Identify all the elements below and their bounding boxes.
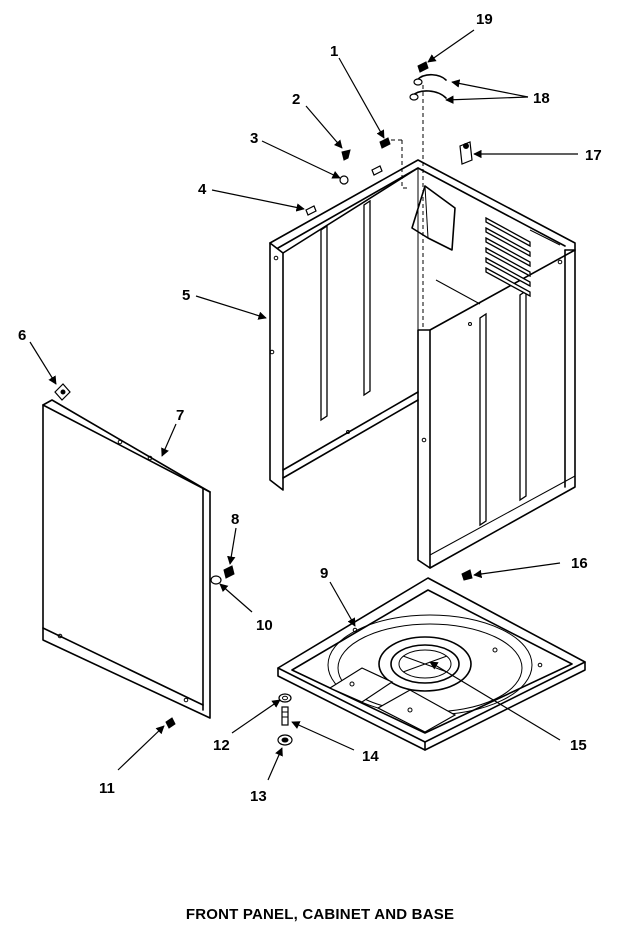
screw-19	[417, 61, 429, 73]
screw-1	[379, 137, 391, 149]
foot-13	[277, 734, 293, 746]
callout-19: 19	[476, 11, 493, 28]
callout-8: 8	[231, 511, 239, 528]
callout-10: 10	[256, 617, 273, 634]
callout-9: 9	[320, 565, 328, 582]
callout-2: 2	[292, 91, 300, 108]
callout-1: 1	[330, 43, 338, 60]
leader-lines	[29, 29, 578, 781]
screw-2	[341, 149, 351, 161]
callout-5: 5	[182, 287, 190, 304]
callout-17: 17	[585, 147, 602, 164]
screw-11	[165, 717, 176, 729]
callout-12: 12	[213, 737, 230, 754]
cap-6	[54, 383, 71, 401]
fastener-8	[223, 565, 235, 579]
front-panel	[42, 399, 211, 719]
clip-4	[305, 205, 317, 216]
callout-3: 3	[250, 130, 258, 147]
callout-15: 15	[570, 737, 587, 754]
screw-16	[461, 569, 473, 581]
callouts: 19 18 17 1 2 3 4 5 6 7 8 9 10 11 12 13 1…	[18, 11, 602, 805]
washer-3	[339, 175, 349, 185]
callout-11: 11	[99, 780, 115, 797]
callout-16: 16	[571, 555, 588, 572]
alignment-lines	[390, 85, 424, 330]
base	[277, 577, 586, 751]
callout-14: 14	[362, 748, 379, 765]
cabinet	[269, 159, 576, 569]
clips-18	[409, 73, 447, 101]
nut-12	[278, 693, 292, 703]
top-clip	[371, 165, 383, 176]
fastener-10	[210, 575, 222, 585]
bracket-17	[459, 141, 473, 165]
callout-13: 13	[250, 788, 267, 805]
callout-7: 7	[176, 407, 184, 424]
diagram-title: FRONT PANEL, CABINET AND BASE	[185, 906, 455, 923]
callout-4: 4	[198, 181, 207, 198]
callout-6: 6	[18, 327, 26, 344]
leg-14	[281, 706, 289, 726]
callout-18: 18	[533, 90, 550, 107]
